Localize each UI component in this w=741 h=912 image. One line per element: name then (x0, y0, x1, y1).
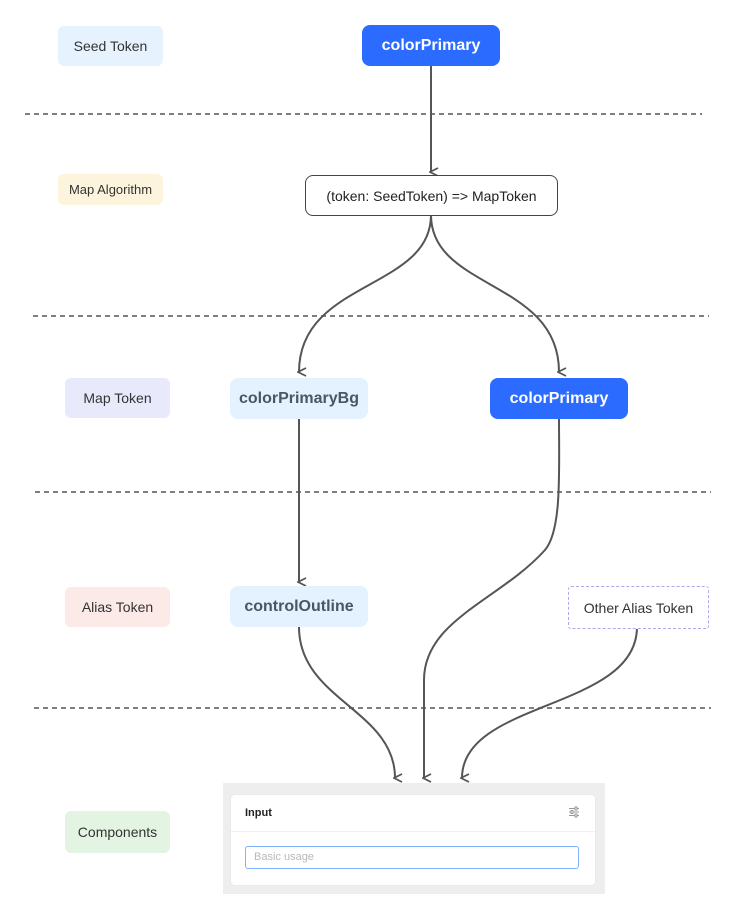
alias-control-outline-node: controlOutline (230, 586, 368, 627)
edge-algorithm-to-primary (430, 214, 559, 372)
edge-primary-to-component (424, 418, 561, 778)
card-divider (231, 831, 595, 832)
edge-other-alias-to-component (462, 626, 638, 778)
edge-control-outline-to-component (298, 626, 395, 778)
settings-icon[interactable] (567, 805, 581, 819)
row-label-map-algorithm: Map Algorithm (58, 174, 163, 205)
seed-color-primary-node: colorPrimary (362, 25, 500, 66)
map-algorithm-node: (token: SeedToken) => MapToken (305, 175, 558, 216)
component-title: Input (245, 807, 272, 819)
input-component-card: Input Basic usage (231, 795, 595, 885)
row-label-alias-token: Alias Token (65, 587, 170, 627)
edge-algorithm-to-primary-bg (299, 214, 432, 372)
alias-other-node: Other Alias Token (568, 586, 709, 629)
map-color-primary-node: colorPrimary (490, 378, 628, 419)
map-color-primary-bg-node: colorPrimaryBg (230, 378, 368, 419)
row-label-components: Components (65, 811, 170, 853)
row-label-seed-token: Seed Token (58, 26, 163, 66)
basic-usage-input[interactable]: Basic usage (245, 846, 579, 869)
row-label-map-token: Map Token (65, 378, 170, 418)
